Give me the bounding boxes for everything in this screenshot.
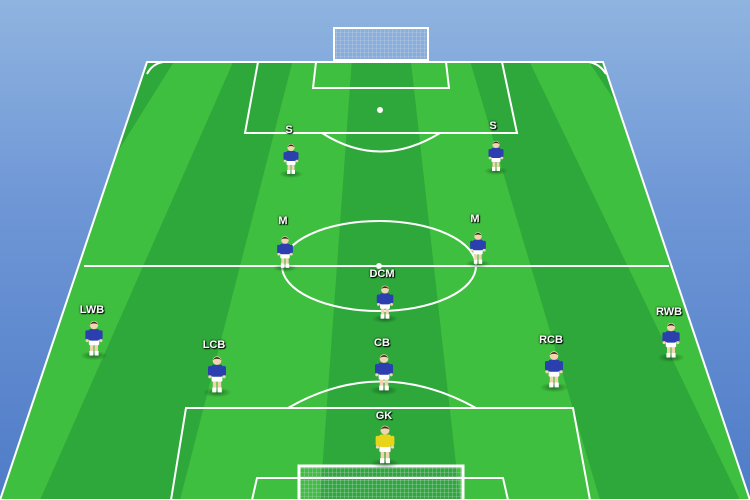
player-position-label: GK [375, 410, 393, 422]
outfield-player-icon [465, 232, 491, 269]
centre-spot [376, 263, 382, 269]
player-position-label: LWB [79, 304, 105, 316]
corner-arc-top-right [588, 61, 607, 75]
top-penalty-arc [321, 132, 441, 153]
corner-arc-top-left [146, 61, 164, 75]
player-position-label: S [489, 120, 497, 132]
outfield-player-icon [484, 140, 508, 175]
player-position-label: M [278, 215, 288, 227]
top-goal-area [311, 61, 451, 89]
outfield-player-icon [657, 322, 685, 363]
outfield-player-icon [272, 236, 298, 273]
outfield-player-icon [539, 351, 569, 393]
top-goal [333, 27, 429, 62]
outfield-player-icon [279, 143, 303, 178]
outfield-player-icon [371, 285, 399, 324]
top-penalty-box [243, 61, 519, 134]
player-position-label: DCM [369, 268, 395, 280]
top-penalty-spot [377, 107, 383, 113]
touchline-boundary [0, 61, 750, 500]
outfield-player-icon [80, 320, 108, 361]
player-position-label: CB [374, 337, 390, 349]
outfield-player-icon [369, 354, 399, 396]
player-position-label: LCB [202, 339, 226, 351]
outfield-player-icon [202, 356, 232, 398]
player-position-label: M [470, 213, 480, 225]
player-position-label: RWB [655, 306, 683, 318]
grass-stripe [40, 62, 375, 500]
player-position-label: S [285, 124, 293, 136]
player-position-label: RCB [539, 334, 563, 346]
bottom-penalty-box [170, 407, 591, 500]
bottom-goal [297, 464, 465, 500]
goalkeeper-icon [370, 425, 400, 469]
grass-stripe [375, 62, 740, 500]
